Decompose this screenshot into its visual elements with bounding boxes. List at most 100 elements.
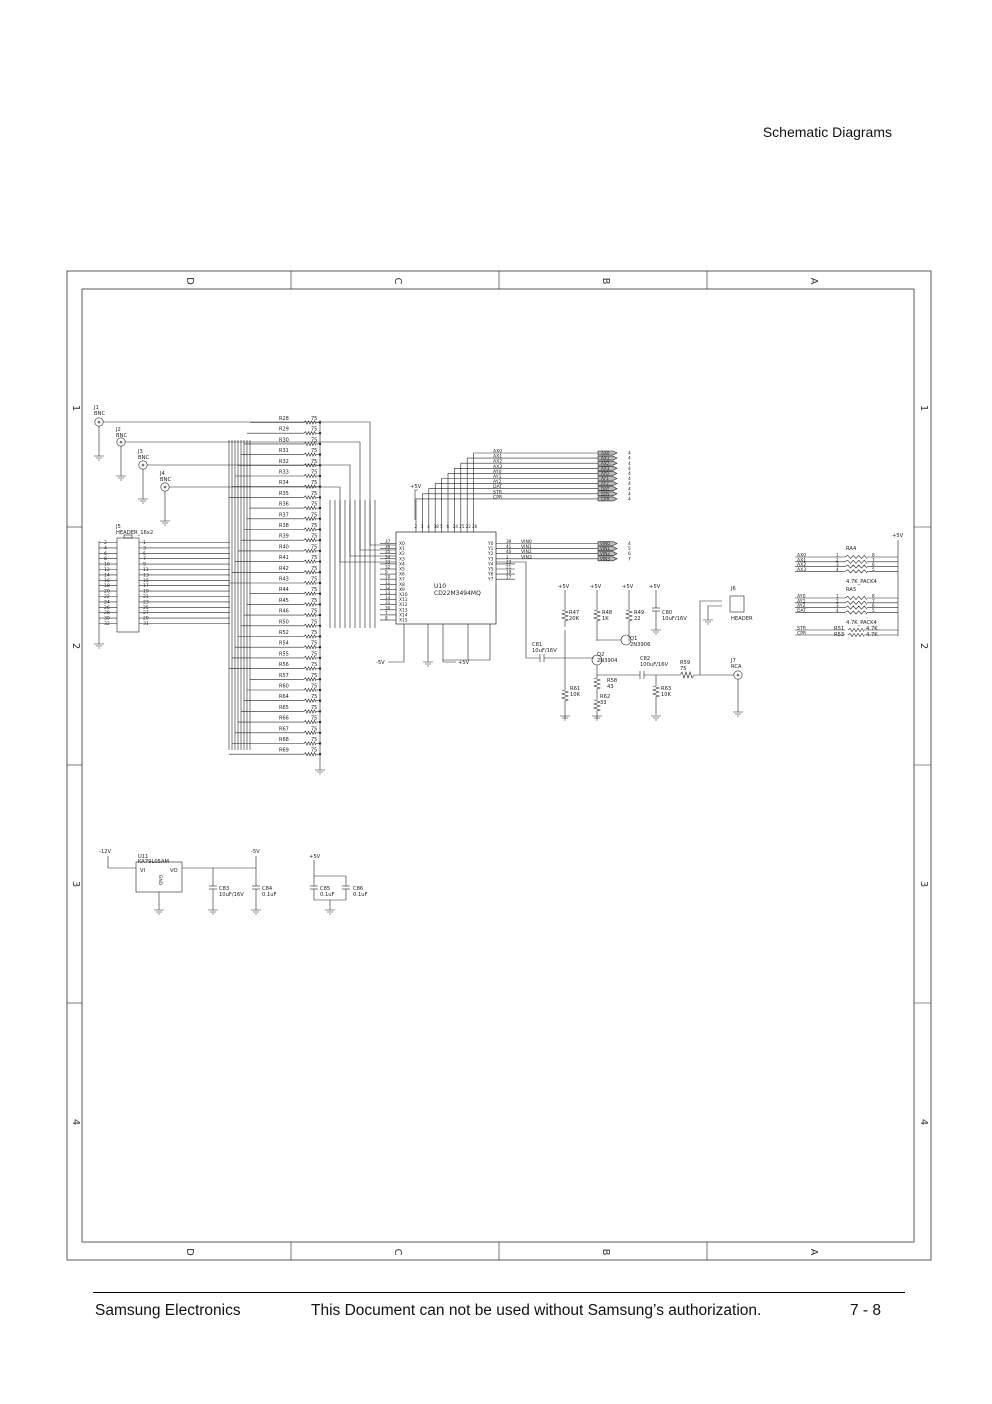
resistor-body	[303, 527, 317, 532]
u10-top-pin-num: 38	[434, 524, 440, 529]
offpage-connector	[597, 486, 618, 492]
video-5v-a: +5V	[558, 584, 570, 590]
offpage-ref: 4	[628, 471, 631, 477]
u10-pins: 37X036X135X234X333X432X59X610X711X812X91…	[380, 520, 515, 624]
footer-rule	[93, 1292, 905, 1293]
resistor-value: 75	[311, 544, 317, 550]
j5-left-pin: 28	[104, 610, 110, 616]
ra5-pin-right: 6	[872, 603, 875, 608]
c80-ref: C80	[662, 610, 672, 616]
footer-notice: This Document can not be used without Sa…	[311, 1302, 762, 1319]
u10-y-pin-name: Y1	[487, 546, 494, 552]
j5-left-pin: 8	[104, 556, 107, 562]
col-label-c-bottom: C	[392, 1249, 403, 1256]
resistor-ref: R45	[279, 598, 289, 604]
u10-y-pin-num: 1	[506, 554, 509, 559]
offpage-connector-label: AY1	[601, 476, 609, 481]
u10-y-pin-name: Y7	[487, 577, 494, 583]
offpage-connector-label: AY0	[601, 471, 609, 476]
resistor-body	[303, 634, 317, 639]
address-net-label: AX3	[493, 464, 502, 470]
offpage-connector	[597, 450, 618, 456]
j5-right-pin: 29	[143, 616, 149, 622]
resistor-ref: R30	[279, 437, 289, 443]
u10-top-pin-num: 24	[453, 524, 459, 529]
j2-type: BNC	[116, 433, 127, 439]
resistor-body	[303, 537, 317, 543]
offpage-connector-label: VIN0	[600, 541, 610, 546]
offpage-connector	[597, 496, 618, 502]
page-title: Schematic Diagrams	[762, 124, 892, 140]
address-net-label: AX1	[493, 454, 502, 460]
j5-type: HEADER_16x2	[116, 530, 153, 536]
ra4-ref: RA4	[846, 546, 857, 552]
r51-value: 4.7K	[866, 626, 878, 632]
resistor-body	[303, 612, 317, 618]
offpage-connector-label: AX1	[601, 456, 610, 461]
u10-x-pin-num: 8	[385, 616, 388, 621]
u10-top-pin-num: 22	[466, 524, 472, 529]
u10-x-pin-name: X7	[399, 577, 405, 583]
resistor-value: 75	[311, 459, 317, 465]
offpage-connector	[597, 471, 618, 476]
ra5-pin-left: 1	[836, 594, 839, 599]
address-net	[454, 467, 598, 520]
footer-page-number: 7 - 8	[850, 1302, 882, 1319]
resistor-ref: R64	[279, 694, 289, 700]
u10-top-pin-num: 5	[440, 524, 443, 529]
resistor-body	[303, 644, 317, 650]
u10-y-pin-name: Y2	[487, 551, 494, 557]
c82-value: 100uF/16V	[640, 662, 669, 668]
offpage-ref: 4	[628, 486, 631, 492]
row-label-1-right: 1	[918, 405, 929, 411]
j4-ref: J4	[159, 471, 166, 477]
resistor-body	[303, 709, 317, 714]
col-label-d-top: D	[184, 277, 195, 285]
u10-x-pin-name: X1	[399, 546, 405, 552]
u10-y-pin-name: Y5	[487, 567, 494, 573]
u10-crosspoint-switch	[395, 531, 497, 625]
u11-ref: U11	[138, 854, 148, 860]
u10-y-pin-num: 21	[506, 565, 512, 570]
offpage-ref: 4	[628, 541, 631, 547]
j5-right-pin: 5	[143, 551, 146, 557]
c80-value: 10uF/16V	[662, 616, 687, 622]
j5-left-pin: 32	[104, 621, 110, 627]
resistor-ref: R54	[279, 641, 289, 647]
c84-value: 0.1uF	[262, 892, 277, 898]
u10-x-pin-num: 14	[385, 595, 391, 600]
j5-left-pin: 2	[104, 540, 107, 546]
c85-ref: C85	[320, 886, 330, 892]
ra5-element	[844, 610, 868, 615]
c83-value: 10uF/16V	[219, 892, 244, 898]
resistor-ref: R37	[279, 512, 289, 518]
col-label-c-top: C	[392, 278, 403, 285]
u11-pin-vi: VI	[140, 868, 146, 874]
j3-type: BNC	[138, 455, 149, 461]
j5-right-pin: 3	[143, 545, 146, 551]
address-net-label: AY0	[493, 469, 502, 475]
u10-x-pin-num: 12	[385, 585, 391, 590]
j5-header	[94, 534, 140, 649]
u10-x-pin-name: X9	[399, 587, 405, 593]
resistor-value: 75	[311, 470, 317, 476]
offpage-connector-label: VIN3	[600, 556, 610, 561]
col-label-a-top: A	[808, 278, 819, 285]
resistor-column-ground-bus	[315, 420, 325, 775]
u10-x-pin-num: 36	[385, 544, 391, 549]
q2-ref: Q2	[597, 652, 604, 658]
r58-value: 43	[607, 684, 614, 690]
row-label-3-left: 3	[70, 881, 81, 887]
u10-x-pin-name: X11	[399, 597, 408, 603]
u10-x-pin-name: X14	[399, 612, 408, 618]
u10-x-pin-num: 30	[385, 605, 391, 610]
row-label-1-left: 1	[70, 405, 81, 411]
ra5-type: 4.7K_PACK4	[846, 620, 878, 626]
j5-right-pin: 23	[143, 599, 149, 605]
row-label-2-right: 2	[918, 643, 929, 649]
pull-resistor	[847, 632, 865, 638]
row-label-4-left: 4	[70, 1119, 81, 1125]
resistor-ref: R44	[279, 587, 289, 593]
resistor-value: 75	[311, 609, 317, 615]
